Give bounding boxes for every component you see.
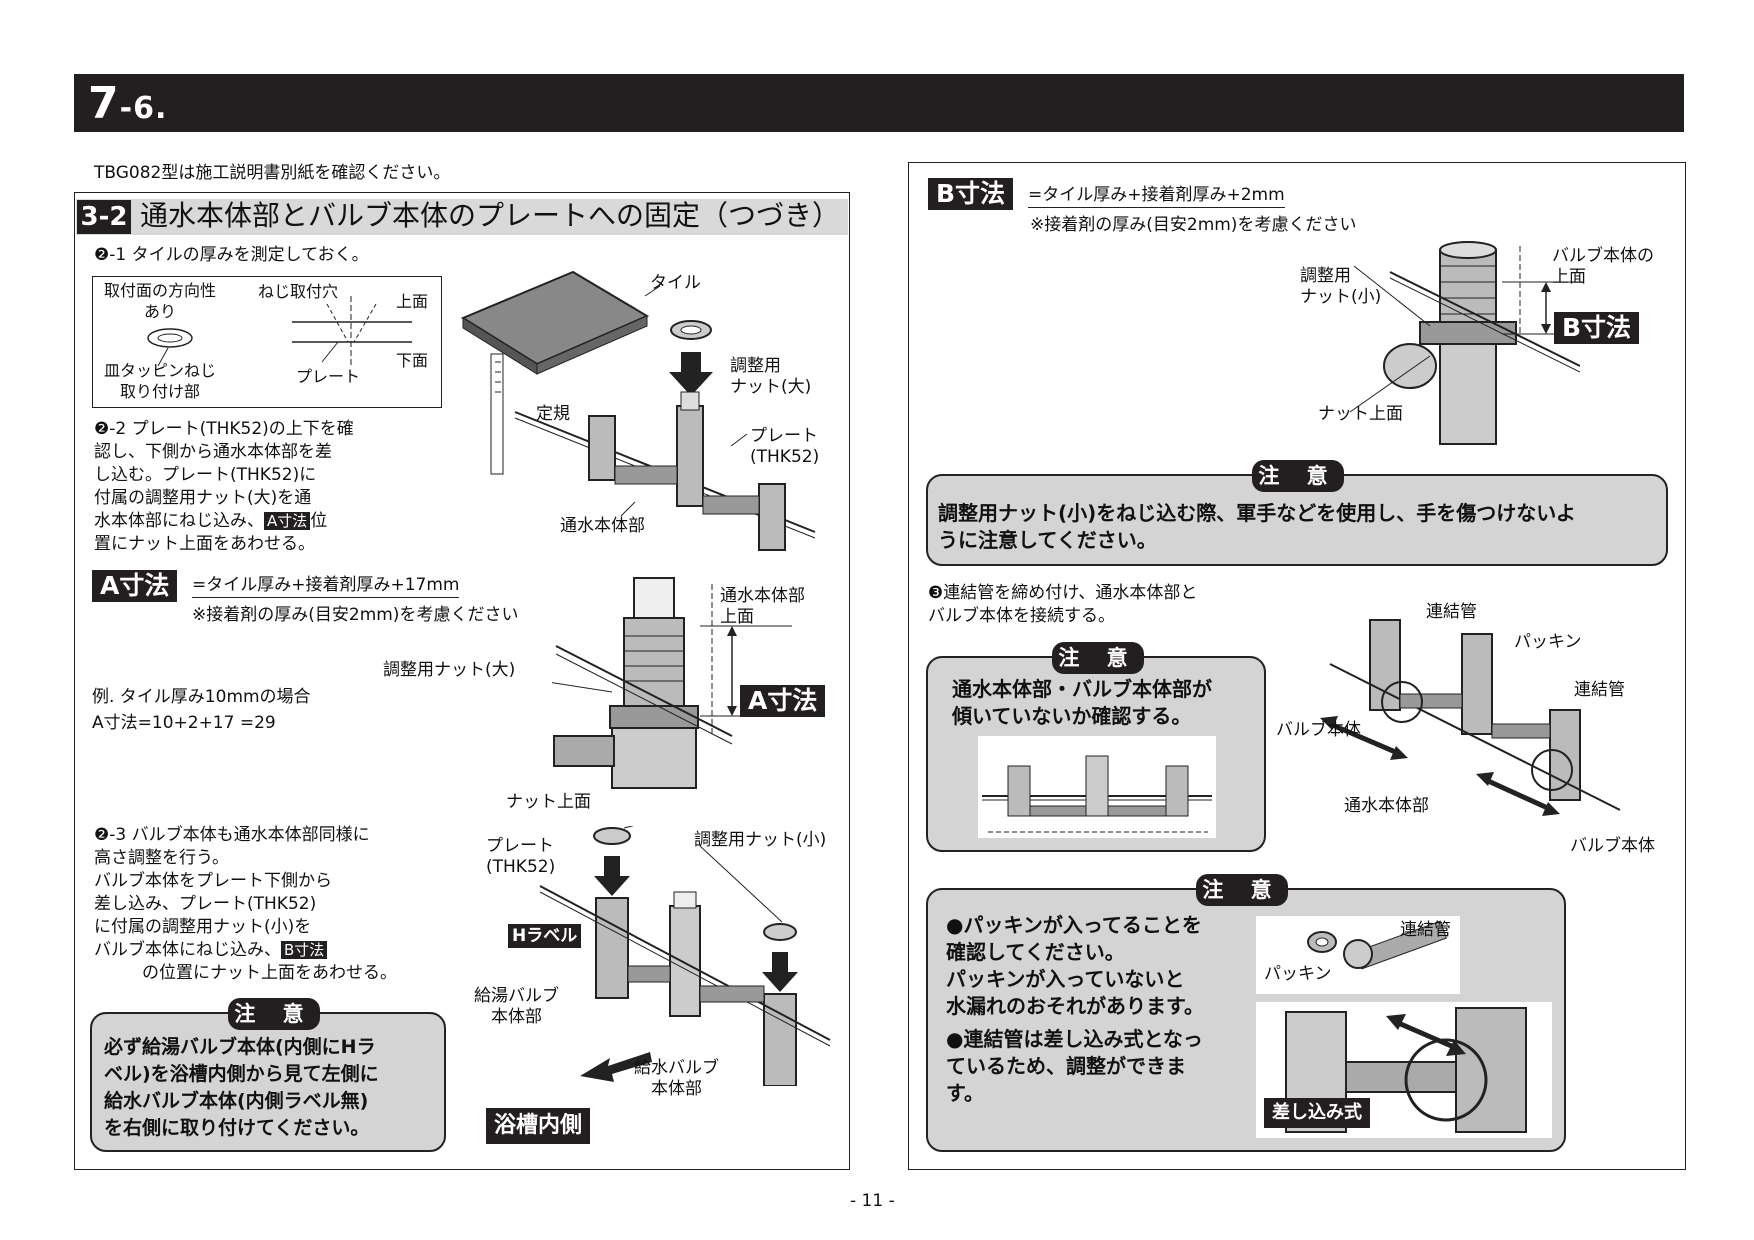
top-face-label: 上面 [396,292,429,311]
caution3-text: 通水本体部・バルブ本体部が 傾いていないか確認する。 [952,677,1212,728]
a-dim-note: ※接着剤の厚み(目安2mm)を考慮ください [192,605,519,625]
pipe-label-2: 連結管 [1574,680,1625,700]
b-plate-label: プレート (THK52) [486,836,556,877]
connect-pipe-diagram [1320,619,1621,816]
caution4-bullet2: ●連結管は差し込み式となっ ているため、調整ができま す。 [946,1027,1203,1105]
a-nut-label: 調整用ナット(大) [383,660,516,680]
packing-photo [1256,916,1460,994]
a-dim-diagram [552,577,792,789]
direction-label: 取付面の方向性 あり [104,281,217,321]
caution4-label: 注 意 [1196,874,1288,906]
left-panel [74,192,850,1170]
section-number: 7-6. [88,78,168,129]
a-example-2: A寸法=10+2+17 =29 [92,713,276,733]
body-label: 通水本体部 [560,516,645,536]
caution2-text: 調整用ナット(小)をねじ込む際、軍手などを使用し、手を傷つけないよ うに注意して… [938,501,1576,552]
alignment-photo [978,736,1216,838]
valve-install-diagram [539,826,831,1086]
b-dim-note: ※接着剤の厚み(目安2mm)を考慮ください [1030,215,1357,235]
packing-photo-label: パッキン [1264,964,1332,984]
right-panel [908,162,1686,1170]
plate-label: プレート (THK52) [750,426,820,467]
step3-text: ❷-3 バルブ本体も通水本体部同様に 高さ調整を行う。 バルブ本体をプレート下側… [94,825,397,983]
ruler-label: 定規 [536,404,570,424]
packing-label: パッキン [1514,632,1582,652]
step1-text: ❷-1 タイルの厚みを測定しておく。 [94,245,369,265]
orientation-box [92,276,442,408]
bottom-face-label: 下面 [396,351,429,370]
a-dim-arrow-label: A寸法 [740,685,826,717]
a-dim-badge: A寸法 [264,512,311,530]
plate-label-small: プレート [296,367,361,386]
b-dim-arrow-label: B寸法 [1554,312,1640,344]
b-dim-badge: B寸法 [281,941,328,959]
nut-big-label: 調整用 ナット(大) [730,356,812,397]
caution3-label: 注 意 [1052,642,1144,674]
a-dim-label: A寸法 [92,570,178,602]
section-num-badge: 3-2 [77,200,131,234]
insert-type-label: 差し込み式 [1264,1098,1370,1128]
tub-inside-label: 浴槽内側 [486,1108,591,1144]
b-dim-diagram [1349,241,1580,445]
caution1-text: 必ず給湯バルブ本体(内側にHラ ベル)を浴槽内側から見て左側に 給水バルブ本体(… [104,1036,379,1139]
pipe-label-1: 連結管 [1426,602,1477,622]
b-nut-top-label: ナット上面 [1318,404,1403,424]
header-bar [74,74,1684,132]
caution1-label: 注 意 [228,998,320,1030]
tile-label: タイル [650,273,701,293]
h-label: Hラベル [508,924,582,948]
step2-text: ❷-2 プレート(THK52)の上下を確 認し、下側から通水本体部を差 し込む。… [94,419,354,554]
b-nut-label: 調整用 ナット(小) [1300,266,1382,307]
b-dim-label: B寸法 [928,178,1014,210]
nut-small-label: 調整用ナット(小) [694,830,827,850]
a-top-label: 通水本体部 上面 [720,586,805,627]
tappin-label: 皿タッピンねじ 取り付け部 [104,361,217,401]
section-title-bar [76,199,848,235]
valve-label-1: バルブ本体 [1276,720,1361,740]
b-top-label: バルブ本体の 上面 [1552,246,1654,287]
a-nut-top-label: ナット上面 [506,792,591,812]
screw-hole-label: ねじ取付穴 [258,282,339,301]
b-dim-formula: =タイル厚み+接着剤厚み+2mm [1028,184,1285,208]
step4-text: ❸連結管を締め付け、通水本体部と バルブ本体を接続する。 [928,583,1198,626]
pipe-photo-label: 連結管 [1400,920,1451,940]
caution4-bullet1: ●パッキンが入ってることを 確認してください。 パッキンが入っていないと 水漏れ… [946,913,1204,1018]
a-example-1: 例. タイル厚み10mmの場合 [92,687,311,707]
caution2-label: 注 意 [1252,460,1344,492]
orientation-diagram [147,296,412,367]
connect-body-label: 通水本体部 [1344,796,1429,816]
page-number: - 11 - [850,1191,895,1211]
intro-text: TBG082型は施工説明書別紙を確認ください。 [94,163,451,183]
a-dim-formula: =タイル厚み+接着剤厚み+17mm [192,574,460,598]
cold-valve-label: 給水バルブ 本体部 [634,1058,719,1099]
valve-label-2: バルブ本体 [1570,836,1655,856]
hot-valve-label: 給湯バルブ 本体部 [474,986,559,1027]
section-title: 通水本体部とバルブ本体のプレートへの固定（つづき） [140,199,841,232]
tile-measure-diagram [460,270,816,551]
